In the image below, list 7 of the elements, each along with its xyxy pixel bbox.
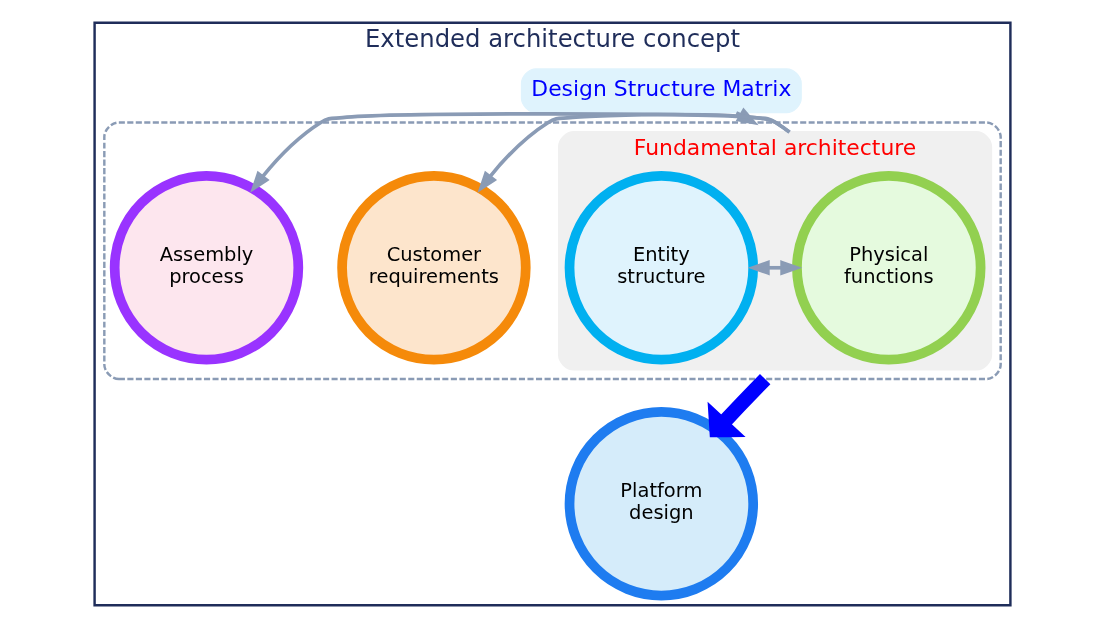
cluster (103, 121, 1002, 381)
arrow (707, 373, 771, 438)
node-box: Design Structure Matrix (520, 68, 802, 114)
node-circle: Platform design (564, 407, 759, 601)
node-circle: Physical functions (792, 171, 986, 365)
node-circle: Entity structure (564, 171, 759, 365)
arrow (747, 260, 803, 276)
